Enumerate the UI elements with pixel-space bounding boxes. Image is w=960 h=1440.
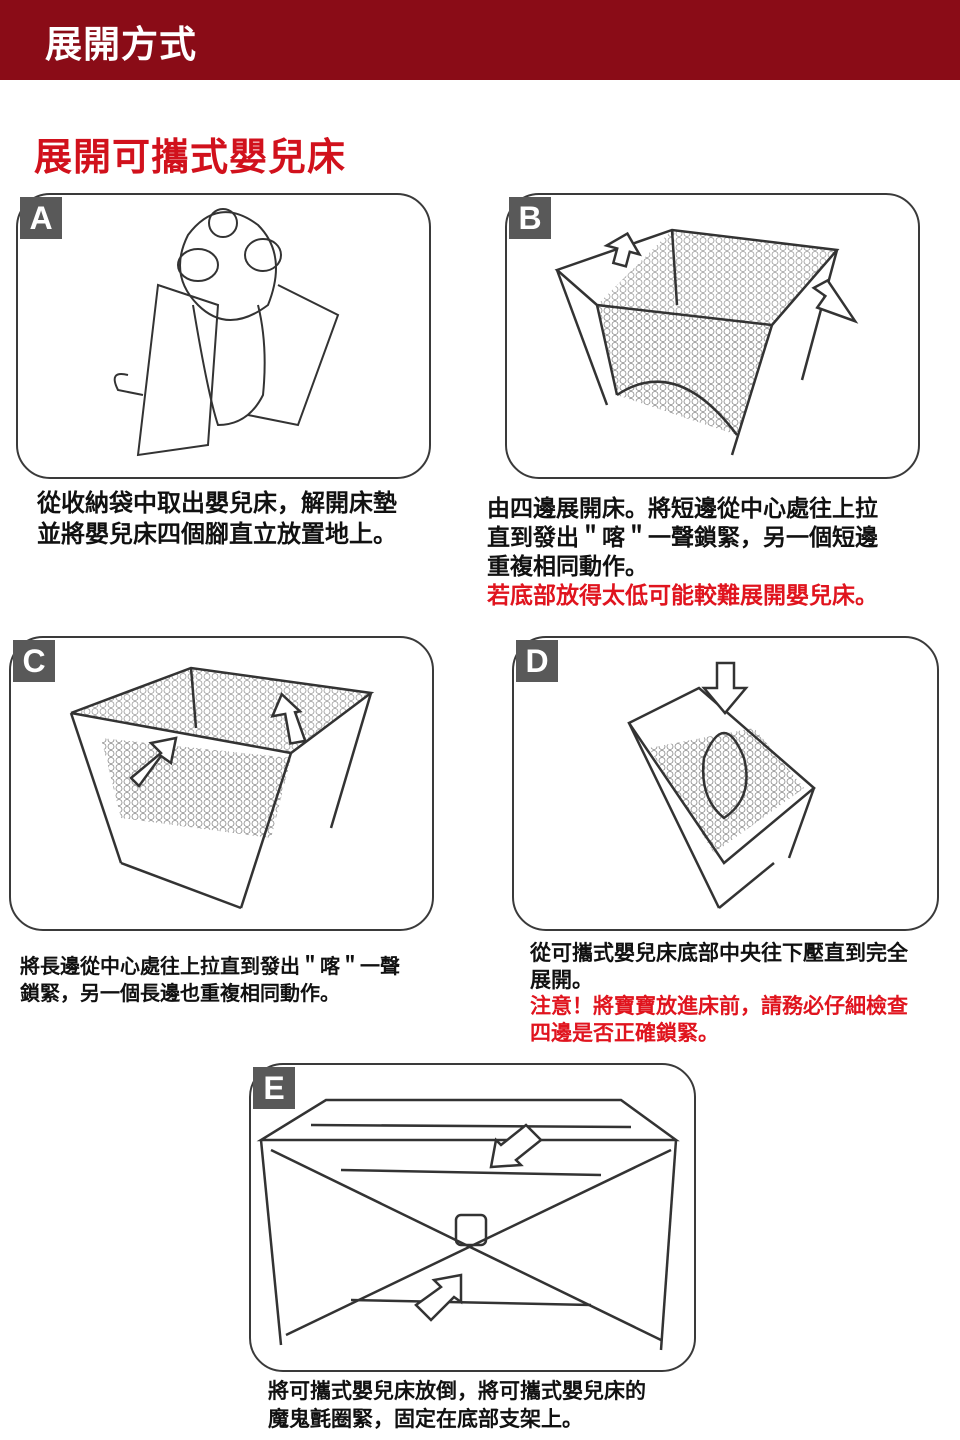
step-a-line: 從收納袋中取出嬰兒床，解開床墊 — [37, 489, 397, 517]
step-b-illustration — [505, 193, 920, 479]
crib-short-side-illustration — [554, 228, 859, 456]
step-d-label: D — [516, 640, 558, 682]
step-a-line: 並將嬰兒床四個腳直立放置地上。 — [37, 520, 397, 548]
crib-press-center-illustration — [627, 661, 816, 909]
step-d-illustration — [512, 636, 939, 931]
step-a-text: 從收納袋中取出嬰兒床，解開床墊 並將嬰兒床四個腳直立放置地上。 — [37, 488, 397, 550]
step-e-illustration — [249, 1063, 696, 1372]
step-d-text: 從可攜式嬰兒床底部中央往下壓直到完全 展開。 注意！將寶寶放進床前，請務必仔細檢… — [530, 940, 908, 1046]
step-e-text: 將可攜式嬰兒床放倒，將可攜式嬰兒床的 魔鬼氈圈緊，固定在底部支架上。 — [268, 1377, 646, 1433]
step-b-line: 直到發出＂喀＂一聲鎖緊，另一個短邊 — [487, 525, 878, 551]
step-e-line: 將可攜式嬰兒床放倒，將可攜式嬰兒床的 — [268, 1379, 646, 1403]
step-c-illustration — [9, 636, 434, 931]
step-e-label: E — [253, 1067, 295, 1109]
page-subtitle: 展開可攜式嬰兒床 — [34, 135, 347, 179]
section-title: 展開方式 — [45, 23, 197, 66]
step-d-warning: 注意！將寶寶放進床前，請務必仔細檢查 — [530, 994, 908, 1018]
step-b-line: 重複相同動作。 — [487, 554, 648, 580]
section-header: 展開方式 — [0, 0, 960, 80]
step-b-text: 由四邊展開床。將短邊從中心處往上拉 直到發出＂喀＂一聲鎖緊，另一個短邊 重複相同… — [487, 495, 878, 611]
crib-long-side-illustration — [69, 666, 375, 910]
step-d-warning: 四邊是否正確鎖緊。 — [530, 1020, 719, 1045]
step-a-illustration — [16, 193, 431, 479]
step-e-line: 魔鬼氈圈緊，固定在底部支架上。 — [268, 1407, 583, 1431]
step-b-label: B — [509, 197, 551, 239]
step-a-label: A — [20, 197, 62, 239]
folded-crib-illustration — [113, 208, 340, 457]
step-c-line: 將長邊從中心處往上拉直到發出＂喀＂一聲 — [20, 954, 400, 978]
crib-base-frame-illustration — [256, 1098, 680, 1351]
step-c-line: 鎖緊，另一個長邊也重複相同動作。 — [20, 981, 340, 1005]
step-d-line: 展開。 — [530, 967, 593, 992]
step-c-label: C — [13, 640, 55, 682]
step-d-line: 從可攜式嬰兒床底部中央往下壓直到完全 — [530, 941, 908, 965]
step-b-warning: 若底部放得太低可能較難展開嬰兒床。 — [487, 583, 878, 609]
step-b-line: 由四邊展開床。將短邊從中心處往上拉 — [487, 496, 878, 522]
step-c-text: 將長邊從中心處往上拉直到發出＂喀＂一聲 鎖緊，另一個長邊也重複相同動作。 — [20, 953, 400, 1007]
